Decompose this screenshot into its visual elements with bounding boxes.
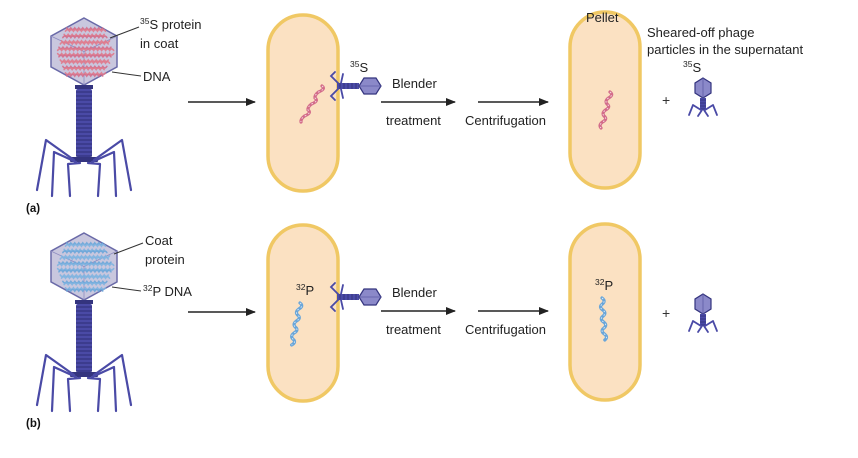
dna-label-a: DNA [143, 69, 171, 84]
phage-tail [76, 304, 92, 372]
cell-isotope-b: 32P [296, 282, 315, 298]
base-plate [70, 372, 98, 377]
plus-sign-b: + [662, 305, 671, 321]
blender-label-a: Blender [392, 76, 437, 91]
coat-protein-label-b-line2: protein [145, 252, 185, 267]
attached-phage-a [329, 71, 382, 101]
tail-fibers [35, 138, 133, 198]
phage-collar [75, 85, 93, 89]
phage-a [35, 17, 133, 198]
sheared-phage-isotope-a: 35S [683, 59, 702, 75]
leader-coat-a [109, 26, 140, 39]
leader-dna-a [111, 71, 142, 77]
leader-dna-b [111, 286, 142, 292]
leader-coat-b [113, 242, 144, 255]
bacterium-a [266, 13, 340, 193]
coat-protein-label-b: Coat [145, 233, 173, 248]
phage-collar [75, 300, 93, 304]
base-plate [70, 157, 98, 162]
plus-sign-a: + [662, 92, 671, 108]
dna-inside-a [299, 84, 325, 124]
dna-inside-b [290, 301, 304, 347]
bacterium-b [266, 223, 340, 403]
dna-pellet-b [598, 296, 609, 342]
supernatant-label-line2: particles in the supernatant [647, 42, 804, 57]
sheared-phage-a [688, 77, 718, 117]
blender-label-b: Blender [392, 285, 437, 300]
tail-fibers [35, 353, 133, 413]
phage-b [35, 232, 133, 413]
coat-protein-label-a: 35S protein [140, 16, 202, 32]
panel-label-a: (a) [26, 203, 41, 215]
packed-dna [56, 241, 115, 293]
treatment-label-b: treatment [386, 322, 441, 337]
pellet-label: Pellet [586, 10, 619, 25]
centrifugation-label-b: Centrifugation [465, 322, 546, 337]
pellet-isotope-b: 32P [595, 277, 614, 293]
supernatant-label-line1: Sheared-off phage [647, 25, 755, 40]
attached-phage-isotope-a: 35S [350, 59, 369, 75]
treatment-label-a: treatment [386, 113, 441, 128]
dna-pellet-a [598, 90, 614, 130]
sheared-phage-b [688, 293, 718, 333]
centrifugation-label-a: Centrifugation [465, 113, 546, 128]
panel-label-b: (b) [26, 418, 41, 430]
phage-tail [76, 89, 92, 157]
dna-label-b: 32P DNA [143, 283, 192, 299]
packed-dna [56, 26, 115, 78]
coat-protein-label-a-line2: in coat [140, 36, 179, 51]
attached-phage-b [329, 282, 382, 312]
